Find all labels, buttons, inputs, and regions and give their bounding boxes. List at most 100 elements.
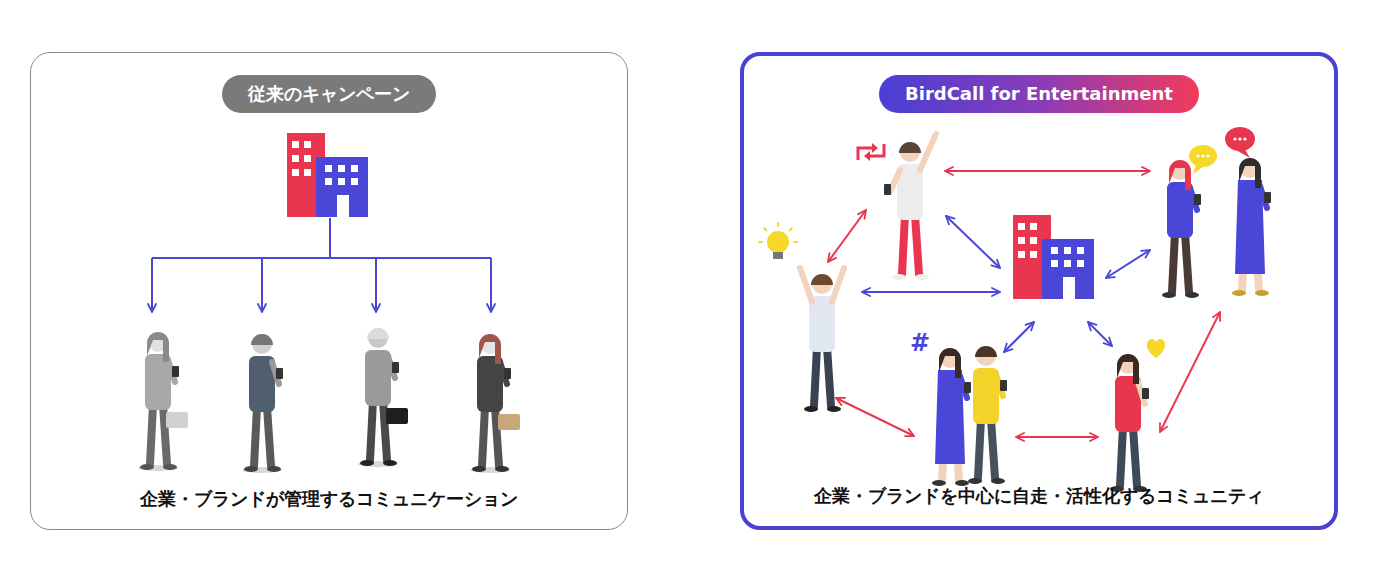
window	[1030, 237, 1037, 244]
window	[1051, 260, 1058, 267]
phone	[276, 368, 283, 379]
hashtag-symbol: #	[910, 330, 930, 356]
hair	[1169, 160, 1191, 190]
shoe	[915, 274, 929, 280]
bag	[498, 414, 520, 430]
phone	[1264, 192, 1271, 203]
shadow	[470, 467, 510, 473]
speech-bubble	[1225, 127, 1255, 151]
phone	[884, 184, 891, 195]
hair	[899, 142, 921, 153]
shoe	[140, 464, 154, 470]
interaction-arrow	[836, 398, 914, 436]
interaction-arrow	[1088, 322, 1112, 346]
door	[1063, 277, 1075, 299]
leg	[1185, 233, 1189, 292]
leg	[827, 347, 831, 406]
shoe	[244, 466, 258, 472]
leg	[482, 407, 485, 466]
window	[338, 178, 345, 185]
interaction-arrow	[261, 258, 263, 312]
bulb-ray	[789, 228, 792, 231]
window	[1030, 251, 1037, 258]
arm	[890, 170, 900, 192]
phone	[1000, 380, 1007, 391]
shoe	[892, 274, 906, 280]
person-figure	[932, 348, 971, 486]
shoe	[968, 478, 982, 484]
head	[368, 328, 388, 348]
window	[292, 141, 299, 148]
person-figure	[800, 268, 844, 412]
arm	[800, 268, 812, 302]
panel-caption: 企業・ブランドを中心に自走・活性化するコミュニティ	[744, 482, 1334, 510]
phone	[504, 368, 511, 379]
head	[900, 142, 920, 162]
person-figure	[242, 334, 283, 473]
interaction-arrow	[1160, 312, 1220, 432]
leg	[1172, 233, 1175, 292]
shoe	[991, 478, 1005, 484]
interaction-arrow	[1004, 322, 1034, 352]
window	[1077, 247, 1084, 254]
window	[304, 141, 311, 148]
window	[1064, 260, 1071, 267]
lightbulb-icon	[758, 222, 798, 259]
shoe	[360, 460, 374, 466]
tree-stem	[329, 218, 331, 258]
window	[1018, 251, 1025, 258]
hair	[939, 348, 961, 378]
shoe	[1232, 290, 1246, 296]
bubble-dot	[1201, 154, 1204, 157]
shadow	[242, 467, 282, 473]
bubble-dot	[1206, 154, 1209, 157]
pill-label: BirdCall for Entertainment	[879, 75, 1199, 113]
window	[1030, 223, 1037, 230]
leg	[1133, 427, 1137, 486]
chat-bubbles-icon	[1189, 127, 1255, 174]
heart-icon	[1147, 339, 1165, 358]
window	[304, 155, 311, 162]
bubble-dot	[1233, 137, 1236, 140]
interaction-arrow	[490, 258, 492, 312]
retweet-icon	[858, 143, 884, 161]
birdcall-community-art	[758, 127, 1271, 492]
panel-box: 企業・ブランドを中心に自走・活性化するコミュニティ BirdCall for En…	[740, 52, 1338, 530]
bag	[386, 408, 408, 424]
bubble-dot	[1196, 154, 1199, 157]
shoe	[827, 406, 841, 412]
window	[292, 169, 299, 176]
phone	[964, 382, 971, 393]
interaction-arrow	[945, 170, 1150, 172]
shoe	[383, 460, 397, 466]
leg	[814, 347, 817, 406]
window	[1077, 260, 1084, 267]
window	[1018, 237, 1025, 244]
bulb-ray	[793, 241, 798, 243]
interaction-arrow	[1106, 250, 1150, 278]
window	[325, 178, 332, 185]
leg	[978, 419, 981, 478]
interaction-arrow	[862, 291, 1000, 293]
hair	[147, 332, 169, 362]
leg	[267, 407, 271, 466]
leg	[991, 419, 995, 478]
bulb-glass	[767, 231, 789, 253]
shoe	[472, 466, 486, 472]
shadow	[138, 465, 178, 471]
building-icon	[287, 133, 368, 217]
leg	[902, 215, 905, 274]
phone	[1194, 194, 1201, 205]
bulb-ray	[764, 228, 767, 231]
hair	[251, 334, 273, 345]
hair	[811, 274, 833, 285]
building-blue	[1042, 239, 1094, 299]
leg	[150, 405, 153, 464]
arm	[832, 268, 844, 302]
traditional-campaign-art	[138, 133, 520, 473]
shoe	[804, 406, 818, 412]
window	[1064, 247, 1071, 254]
interaction-arrow	[946, 216, 1000, 268]
window	[1051, 247, 1058, 254]
